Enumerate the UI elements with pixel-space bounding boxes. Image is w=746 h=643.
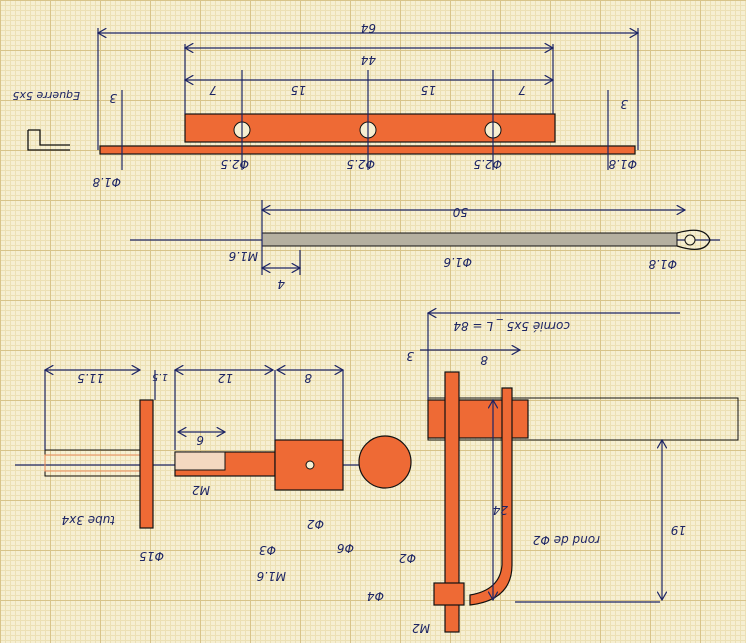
end-right-label: Φ1.8: [608, 157, 637, 171]
dim-6: 6: [196, 433, 204, 447]
hole-3-label: Φ2.5: [473, 157, 502, 171]
bracket: cornié 5x5 _ L = 84 3 8 24 19 rond de Φ2…: [367, 313, 739, 635]
pin-head-diameter: Φ6: [337, 541, 354, 555]
bracket-title: cornié 5x5 _ L = 84: [453, 319, 570, 333]
dim-3-right: 3: [620, 97, 628, 111]
dim-12: 12: [218, 371, 233, 385]
dim-8-bracket: 8: [480, 353, 488, 367]
pin-thread: M2: [192, 483, 210, 497]
hole-2-label: Φ2.5: [346, 157, 375, 171]
tube-label: tube 3x4: [62, 513, 116, 527]
dim-7a: 7: [209, 83, 217, 97]
dim-1-5: 1.5: [152, 371, 168, 382]
dim-15b: 15: [421, 83, 436, 97]
top-plate: [27, 28, 638, 170]
dim-44: 44: [361, 53, 376, 67]
top-plate-labels: 64 44 7 15 15 7 3 3 Φ2.5 Φ2.5 Φ2.5 Φ1.8 …: [13, 21, 638, 189]
dim-24: 24: [493, 503, 508, 517]
dim-7b: 7: [518, 83, 526, 97]
pin-hole: Φ2: [307, 517, 324, 531]
dim-8: 8: [304, 371, 312, 385]
dim-3-left: 3: [109, 91, 117, 105]
dim-11-5: 11.5: [77, 371, 104, 385]
bracket-thread: M2: [412, 621, 430, 635]
hole-1-label: Φ2.5: [220, 157, 249, 171]
pin-hole-thread: M1.6: [256, 569, 286, 583]
rod-thread: M1.6: [228, 249, 258, 263]
rod-thread-len: 4: [277, 277, 285, 291]
angle-label: Equerre 5x5: [13, 89, 81, 102]
pin-shank: Φ3: [259, 543, 276, 557]
bracket-phi4: Φ4: [367, 589, 384, 603]
pin: 12 8 6 M2 Φ3 M1.6 Φ2 Φ6: [175, 370, 412, 583]
rod-label: rond de Φ2: [533, 533, 600, 547]
dim-15a: 15: [291, 83, 306, 97]
rod-diameter: Φ1.6: [443, 255, 472, 269]
rod: 50 M1.6 4 Φ1.6 Φ1.8: [130, 200, 720, 291]
rod-length: 50: [452, 205, 468, 219]
end-left-label: Φ1.8: [92, 175, 121, 189]
dim-19: 19: [671, 523, 686, 537]
dim-64: 64: [361, 21, 376, 35]
dim-3: 3: [406, 349, 414, 363]
flange-diameter: Φ15: [139, 549, 164, 563]
bracket-phi2: Φ2: [399, 551, 416, 565]
rod-eye: Φ1.8: [648, 257, 677, 271]
tube-part: 11.5 1.5 tube 3x4 Φ15: [15, 370, 360, 563]
